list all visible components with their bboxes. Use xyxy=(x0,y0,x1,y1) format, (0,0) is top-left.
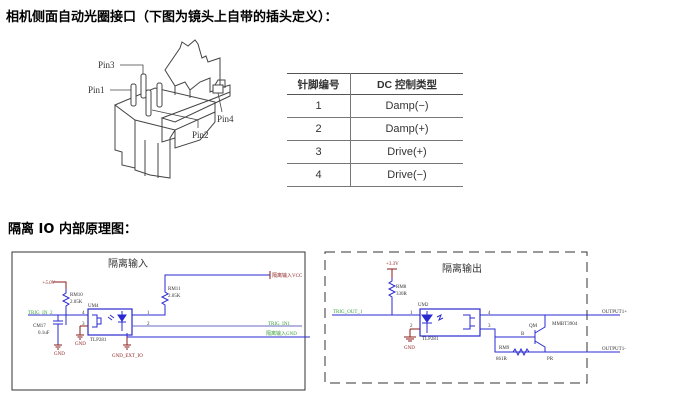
table-header-row: 针脚编号 DC 控制类型 xyxy=(287,73,463,95)
pin3-label: Pin3 xyxy=(98,60,115,70)
section-heading-iris-interface: 相机侧面自动光圈接口（下图为镜头上自带的插头定义）： xyxy=(6,10,338,25)
gnd1-label: GND xyxy=(54,352,65,357)
rm9-ref: RM9 xyxy=(499,346,510,351)
cm17-value: 0.1uF xyxy=(38,331,50,336)
um4-pin3: 3 xyxy=(82,322,85,327)
pin-number: 4 xyxy=(287,163,351,187)
optocoupler-um2 xyxy=(419,308,481,337)
output-plus-label: OUTPUT1+ xyxy=(602,310,627,315)
um2-pin2: 2 xyxy=(410,324,413,329)
output-frame xyxy=(324,251,588,384)
trig-out-net: TRIG_OUT_1 xyxy=(333,310,363,315)
gnd-ext-label: GND_EXT_IO xyxy=(112,354,143,359)
transistor-qm xyxy=(525,315,546,352)
um2-pin3: 3 xyxy=(488,324,491,329)
supply-label: +3.3V xyxy=(386,262,399,267)
pin-type: Damp(−) xyxy=(385,100,429,112)
rm10-value: 2.05K xyxy=(70,300,83,305)
output-minus-label: OUTPUT1- xyxy=(602,347,626,352)
resistor-rm11 xyxy=(132,274,270,316)
pin-type: Drive(−) xyxy=(387,169,427,181)
header-dc-control-type: DC 控制类型 xyxy=(376,78,438,91)
pin-1 xyxy=(130,83,137,107)
resistor-rm10 xyxy=(61,289,71,325)
isolated-output-schematic: 隔离输出 +3.3V RM8 330R TRIG_OUT_1 UM2 1 2 4… xyxy=(324,251,627,384)
header-pin-number: 针脚编号 xyxy=(287,73,351,95)
gnd-ext-symbol xyxy=(123,337,131,350)
cm17-ref: CM17 xyxy=(33,324,46,329)
pin-number: 1 xyxy=(287,94,351,118)
pin2-label: Pin2 xyxy=(192,130,209,140)
connector-left-face xyxy=(114,105,136,169)
table-row: 2 Damp(+) xyxy=(287,117,463,141)
gnd-symbol xyxy=(76,334,84,340)
connector-top-face xyxy=(114,87,216,131)
trig-in-net: TRIG_IN_2 xyxy=(28,311,53,316)
um4-pin1: 1 xyxy=(147,311,150,316)
table-row: 3 Drive(+) xyxy=(287,140,463,164)
table-row: 1 Damp(−) xyxy=(287,94,463,118)
um4-part: TLP281 xyxy=(90,338,107,343)
connector-drawing: Pin3 Pin1 Pin4 Pin2 xyxy=(88,39,234,179)
pin-3 xyxy=(140,73,147,99)
gnd2-label: GND xyxy=(75,342,86,347)
gnd-symbol xyxy=(54,344,62,350)
resistor-rm9 xyxy=(495,347,530,357)
pin-number: 2 xyxy=(287,117,351,141)
rm8-value: 330R xyxy=(396,292,408,297)
pin-4-post xyxy=(156,82,163,108)
um4-ref: UM4 xyxy=(88,304,99,309)
led-icon xyxy=(421,311,433,333)
resistor-rm8 xyxy=(387,278,397,315)
um4-pin4: 4 xyxy=(82,311,85,316)
connector-front-face xyxy=(134,120,176,179)
trig-in1-net: TRIG_IN1 xyxy=(268,322,290,327)
pin-2 xyxy=(145,89,152,117)
pin1-label: Pin1 xyxy=(88,85,105,95)
section-heading-isolated-io: 隔离 IO 内部原理图： xyxy=(8,222,137,237)
um2-pin4: 4 xyxy=(488,311,491,316)
rm10-ref: RM10 xyxy=(70,293,83,298)
rm8-ref: RM8 xyxy=(396,285,407,290)
pin-number: 3 xyxy=(287,140,351,164)
transistor-part: MMBT3904 xyxy=(552,322,578,327)
pin-4 xyxy=(212,84,224,94)
input-title: 隔离输入 xyxy=(108,257,148,270)
output-title: 隔离输出 xyxy=(442,262,482,275)
pin-definition-table: 针脚编号 DC 控制类型 1 Damp(−) 2 Damp(+) 3 Drive… xyxy=(287,73,463,187)
rm11-value: 2.05K xyxy=(168,294,181,299)
pin4-label: Pin4 xyxy=(217,114,234,124)
connector-latch xyxy=(164,39,221,93)
transistor-base: B xyxy=(521,332,525,337)
um4-pin2: 2 xyxy=(147,322,150,327)
gnd-label: GND xyxy=(404,346,415,351)
um2-pin1: 1 xyxy=(410,311,413,316)
optocoupler-um4 xyxy=(87,308,133,336)
transistor-ref: QM xyxy=(529,324,538,329)
gnd-symbol xyxy=(404,336,416,342)
transistor-emitter: PR xyxy=(547,357,554,362)
pin-type: Damp(+) xyxy=(385,123,429,135)
um2-part: TLP281 xyxy=(422,337,439,342)
connector-ledge xyxy=(160,91,231,123)
supply-label: +5.0V xyxy=(42,281,56,286)
table-row: 4 Drive(−) xyxy=(287,163,463,187)
um2-ref: UM2 xyxy=(418,303,429,308)
gnd-port: 隔离输入GND xyxy=(266,330,297,337)
led-icon xyxy=(117,311,127,331)
input-frame xyxy=(11,251,306,391)
isolated-input-schematic: 隔离输入 +5.0V RM10 2.05K TRIG_IN_2 CM17 0.1… xyxy=(11,251,310,391)
rm11-ref: RM11 xyxy=(168,287,181,292)
pin-type: Drive(+) xyxy=(387,146,427,158)
gnd-ext-wire xyxy=(126,333,310,338)
vcc-port: 隔离输入VCC xyxy=(272,272,303,279)
rm9-value: 861R xyxy=(496,357,508,362)
